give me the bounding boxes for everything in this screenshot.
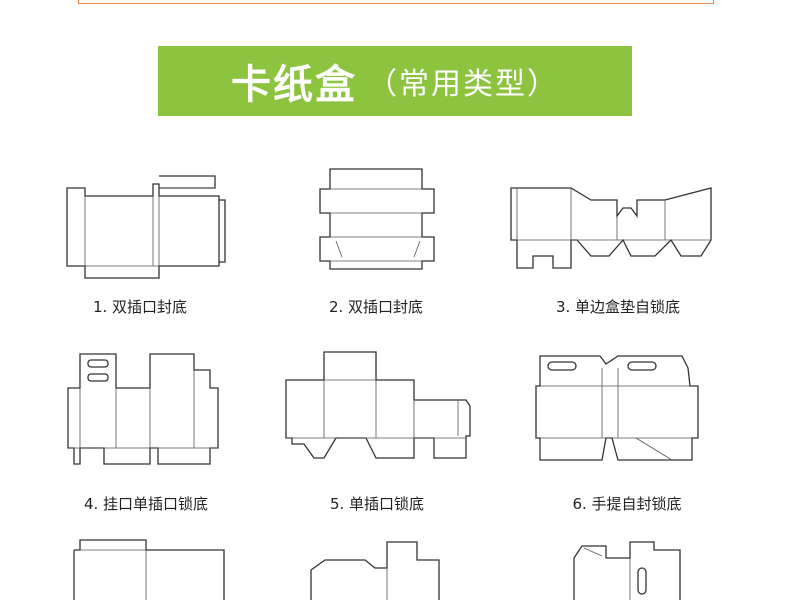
box-caption-5: 5. 单插口锁底 [329, 495, 425, 513]
banner-title: 卡纸盒 [231, 62, 357, 108]
box-diagram-5 [280, 348, 520, 466]
box-diagram-6 [532, 348, 772, 466]
box-diagram-2 [310, 165, 550, 273]
box-diagram-9 [570, 538, 790, 600]
box-caption-3: 3. 单边盒垫自锁底 [555, 298, 681, 316]
box-caption-1: 1. 双插口封底 [92, 298, 188, 316]
box-diagram-4 [62, 348, 302, 466]
box-caption-4: 4. 挂口单插口锁底 [83, 495, 209, 513]
box-caption-6: 6. 手提自封锁底 [572, 495, 682, 513]
box-diagram-1 [55, 170, 295, 282]
box-diagram-7 [62, 538, 302, 600]
top-divider [78, 0, 714, 4]
box-diagram-8 [305, 538, 545, 600]
box-diagram-3 [505, 180, 745, 276]
title-banner: 卡纸盒 （常用类型） [158, 46, 632, 116]
banner-subtitle: （常用类型） [367, 67, 559, 102]
box-caption-2: 2. 双插口封底 [328, 298, 424, 316]
